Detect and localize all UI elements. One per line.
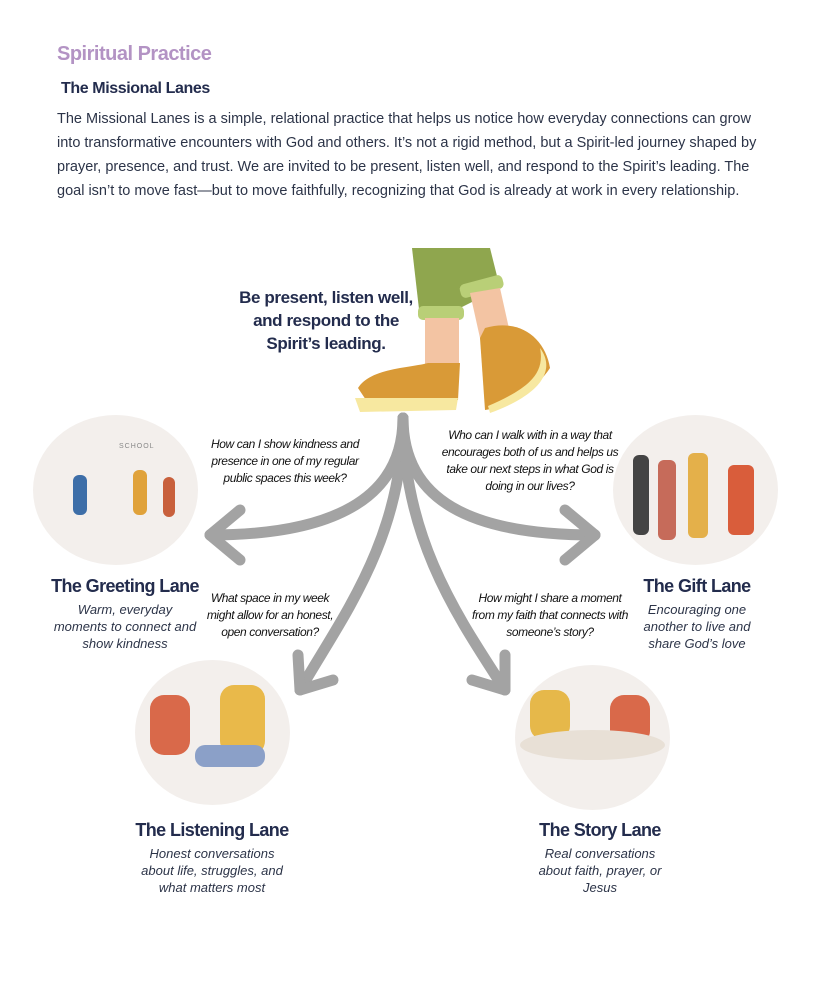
- greeting-lane-desc: Warm, everyday moments to connect and sh…: [53, 602, 197, 651]
- question-greeting: How can I show kindness and presence in …: [211, 437, 359, 485]
- listening-lane-title: The Listening Lane: [135, 820, 289, 840]
- page-title: The Missional Lanes: [61, 80, 210, 97]
- story-lane-illustration: [515, 665, 670, 810]
- greeting-lane-illustration: SCHOOL: [33, 415, 198, 565]
- story-lane-desc: Real conversations about faith, prayer, …: [538, 846, 662, 895]
- intro-paragraph: The Missional Lanes is a simple, relatio…: [57, 111, 757, 199]
- school-sign: SCHOOL: [119, 443, 155, 450]
- question-gift: Who can I walk with in a way that encour…: [441, 428, 619, 493]
- section-eyebrow: Spiritual Practice: [57, 43, 212, 65]
- listening-lane-desc: Honest conversations about life, struggl…: [141, 846, 283, 895]
- greeting-lane-title: The Greeting Lane: [51, 576, 199, 596]
- center-tagline: Be present, listen well, and respond to …: [239, 288, 413, 353]
- question-listening: What space in my week might allow for an…: [206, 591, 334, 639]
- gift-lane-illustration: [613, 415, 778, 565]
- arrow-to-listening: [294, 412, 409, 696]
- story-lane-title: The Story Lane: [539, 820, 661, 840]
- question-story: How might I share a moment from my faith…: [472, 591, 628, 639]
- arrow-to-story: [397, 412, 511, 696]
- gift-lane-title: The Gift Lane: [643, 576, 751, 596]
- listening-lane-illustration: [135, 660, 290, 805]
- walking-feet-illustration: [355, 248, 550, 413]
- gift-lane-desc: Encouraging one another to live and shar…: [643, 602, 751, 651]
